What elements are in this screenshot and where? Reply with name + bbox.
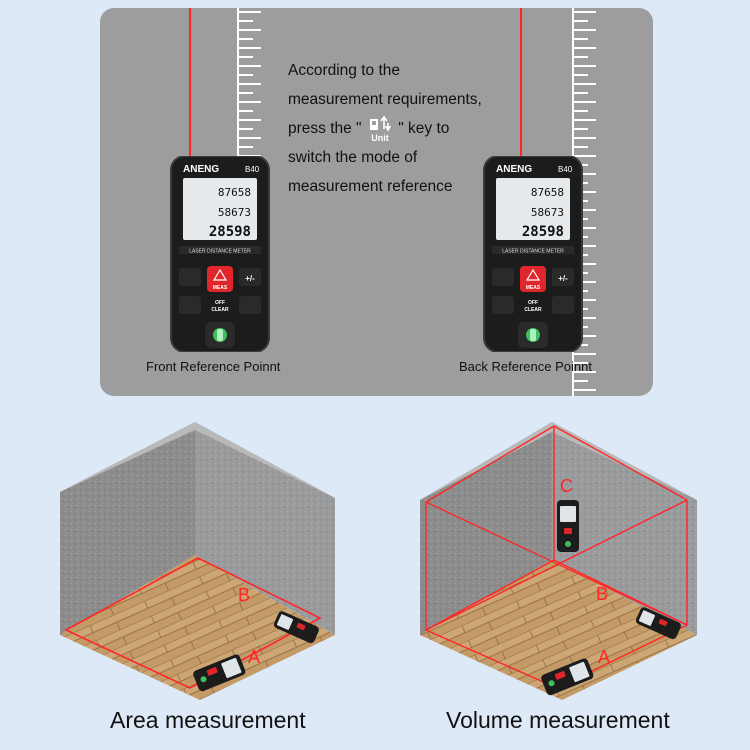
volume-label-b: B (596, 584, 608, 604)
device-reading-2: 58673 (531, 206, 564, 219)
device-screen (496, 178, 570, 240)
area-device-b (273, 611, 319, 644)
caption-back-reference: Back Reference Poinnt (459, 359, 592, 374)
device-front-reference: ANENG B40 87658 58673 28598 LASER DISTAN… (169, 155, 271, 357)
device-back-reference: ANENG B40 87658 58673 28598 LASER DISTAN… (482, 155, 584, 357)
area-measurement-scene: A B (60, 422, 335, 700)
volume-left-wall (420, 422, 552, 635)
device-screen (183, 178, 257, 240)
volume-label-a: A (598, 647, 610, 667)
volume-right-wall (552, 422, 697, 635)
unit-key-label: Unit (371, 133, 389, 143)
device-plus-minus: +/- (245, 274, 255, 283)
caption-volume: Volume measurement (446, 707, 670, 733)
instruction-line-4: switch the mode of (288, 149, 418, 166)
device-clear-label: CLEAR (211, 307, 229, 313)
instruction-line-3: press the " Unit " key to (288, 114, 508, 143)
device-meas-button (520, 266, 546, 292)
unit-key-icon: Unit (366, 115, 394, 143)
volume-laser-lines (424, 425, 689, 689)
volume-label-c: C (560, 476, 573, 496)
device-reading-3: 28598 (522, 224, 564, 240)
device-meas-label: MEAS (213, 285, 228, 291)
area-device-a (193, 654, 246, 692)
device-model: B40 (558, 165, 573, 174)
device-clear-label: CLEAR (524, 307, 542, 313)
device-brand: ANENG (183, 164, 219, 175)
volume-device-b (635, 607, 681, 640)
instruction-line-3-before: press the " (288, 120, 362, 137)
instruction-line-5: measurement reference (288, 178, 453, 195)
caption-front-reference: Front Reference Poinnt (146, 359, 281, 374)
device-meas-label: MEAS (526, 285, 541, 291)
laser-line-back (520, 8, 522, 158)
volume-device-a (541, 658, 594, 696)
area-laser-outline (64, 557, 322, 689)
device-plus-minus: +/- (558, 274, 568, 283)
device-reading-1: 87658 (218, 186, 251, 199)
device-brand: ANENG (496, 164, 532, 175)
caption-area: Area measurement (110, 707, 306, 733)
device-reading-1: 87658 (531, 186, 564, 199)
instruction-line-1: According to the (288, 62, 401, 79)
device-off-label: OFF (528, 300, 538, 306)
device-model: B40 (245, 165, 260, 174)
instruction-text: According to the measurement requirement… (288, 56, 508, 201)
area-right-wall (195, 422, 335, 635)
area-label-b: B (238, 585, 250, 605)
ruler-left (237, 8, 261, 163)
instruction-line-3-after: " key to (398, 120, 450, 137)
device-band-text: LASER DISTANCE METER (502, 249, 564, 255)
device-meas-button (207, 266, 233, 292)
device-off-label: OFF (215, 300, 225, 306)
volume-device-wall (557, 500, 579, 552)
volume-measurement-scene: C B A (420, 422, 697, 700)
volume-floor (420, 560, 697, 700)
area-floor (60, 555, 335, 700)
laser-line-front (189, 8, 191, 158)
device-reading-3: 28598 (209, 224, 251, 240)
reference-mode-panel: According to the measurement requirement… (100, 8, 653, 396)
instruction-line-2: measurement requirements, (288, 91, 482, 108)
area-label-a: A (248, 647, 260, 667)
device-band-text: LASER DISTANCE METER (189, 249, 251, 255)
device-reading-2: 58673 (218, 206, 251, 219)
